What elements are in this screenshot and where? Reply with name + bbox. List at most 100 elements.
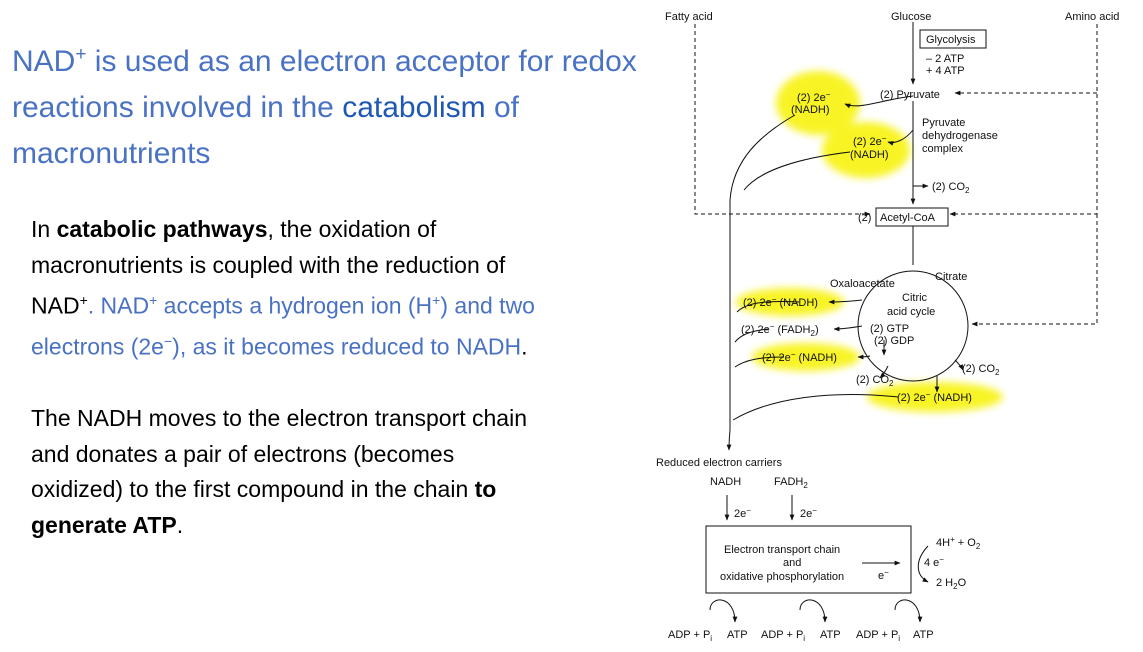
slide-title: NAD+ is used as an electron acceptor for…: [12, 32, 662, 177]
label-adp-3: ADP + Pi: [856, 629, 900, 643]
label-nadh-2b: (NADH): [850, 149, 889, 161]
label-nadh-1a: (2) 2e−: [797, 90, 831, 104]
label-plus-atp: + 4 ATP: [926, 65, 965, 77]
label-2e-1: 2e−: [734, 506, 751, 520]
label-pdh-1: Pyruvate: [922, 117, 965, 129]
text: ADP + P: [761, 629, 803, 641]
tca-collector-2: [734, 328, 769, 343]
superscript: −: [163, 333, 173, 350]
label-adp-2: ADP + Pi: [761, 629, 805, 643]
label-atp-1: ATP: [727, 629, 748, 641]
text: 4 e: [924, 557, 939, 569]
superscript: −: [826, 90, 831, 99]
superscript: +: [950, 535, 955, 544]
label-nadh-1b: (NADH): [791, 104, 830, 116]
text: In: [31, 216, 57, 242]
label-glycolysis: Glycolysis: [926, 34, 976, 46]
superscript: −: [772, 295, 777, 304]
label-2e-2: 2e−: [800, 506, 817, 520]
subscript: i: [898, 634, 900, 643]
superscript: −: [746, 506, 751, 515]
superscript: −: [770, 322, 775, 331]
text: 2e: [734, 508, 746, 520]
text: ADP + P: [668, 629, 710, 641]
text: (2) 2e: [853, 136, 882, 148]
paragraph-catabolic: In catabolic pathways, the oxidation of …: [31, 212, 551, 365]
superscript: −: [812, 506, 817, 515]
label-adp-1: ADP + Pi: [668, 629, 712, 643]
text: (2) 2e: [897, 392, 926, 404]
oxygen-curve: [917, 545, 929, 583]
text: 2e: [800, 508, 812, 520]
label-carriers: Reduced electron carriers: [656, 457, 782, 469]
text: (2) 2e: [743, 297, 772, 309]
text: .: [521, 333, 528, 360]
subscript: 2: [803, 481, 808, 490]
subscript: 2: [889, 379, 894, 388]
superscript: −: [926, 390, 931, 399]
tca-collector-3: [734, 356, 785, 368]
superscript: −: [939, 555, 944, 564]
text: .: [176, 511, 184, 538]
paragraph-nadh: The NADH moves to the electron transport…: [31, 401, 551, 543]
label-tca-nadh-3: (2) 2e− (NADH): [897, 390, 972, 404]
subscript: 2: [953, 582, 958, 591]
label-etc-3: oxidative phosphorylation: [720, 571, 844, 583]
subscript: 2: [976, 542, 981, 551]
text: ), as it becomes reduced to NADH: [172, 333, 522, 360]
body-text: In catabolic pathways, the oxidation of …: [31, 212, 551, 543]
text: 2 H: [936, 577, 953, 589]
text: (2) 2e: [741, 324, 770, 336]
label-acetyl-coa: Acetyl-CoA: [880, 212, 936, 224]
label-cycle-2: acid cycle: [887, 306, 935, 318]
text: (NADH): [930, 392, 972, 404]
label-4h-o2: 4H+ + O2: [936, 535, 981, 551]
nadh-curve-1: [844, 95, 914, 109]
collector-line: [726, 114, 796, 451]
text: ) and two electrons (2e: [31, 292, 535, 360]
superscript: +: [432, 292, 441, 308]
text: (FADH: [774, 324, 810, 336]
amino-acid-line-3: [971, 214, 1098, 327]
superscript: −: [884, 568, 889, 577]
glycolysis-box: [919, 29, 987, 49]
fatty-acid-line: [694, 24, 871, 217]
text: accepts a hydrogen ion (H: [157, 292, 433, 319]
label-etc-1: Electron transport chain: [724, 544, 840, 556]
label-fadh2: FADH2: [774, 476, 808, 490]
text: (2) 2e: [797, 92, 826, 104]
label-co2-3: (2) CO2: [962, 363, 1000, 377]
label-amino-acid: Amino acid: [1065, 11, 1119, 23]
subscript: 2: [995, 368, 1000, 377]
text: (2) CO: [962, 363, 995, 375]
tca-nadh-arrow-1: [828, 299, 863, 305]
text: (2) 2e: [762, 352, 791, 364]
label-nadh-2a: (2) 2e−: [853, 134, 887, 148]
co2-3-arrow: [954, 359, 964, 371]
superscript: +: [149, 292, 158, 308]
tca-fadh2-arrow: [833, 325, 863, 332]
label-citrate: Citrate: [935, 271, 967, 283]
catabolism-diagram: Fatty acid Glucose Amino acid Glycolysis…: [656, 11, 1119, 643]
label-oxaloacetate: Oxaloacetate: [830, 278, 895, 290]
label-atp-3: ATP: [913, 629, 934, 641]
label-tca-nadh-2: (2) 2e− (NADH): [762, 350, 837, 364]
title-sup: +: [75, 44, 87, 65]
label-co2-2: (2) CO2: [856, 374, 894, 388]
text: (2) CO: [856, 374, 889, 386]
label-minus-atp: – 2 ATP: [926, 53, 964, 65]
label-glucose: Glucose: [891, 11, 931, 23]
title-part: NAD: [12, 45, 76, 78]
highlight-nadh-1: [776, 71, 860, 135]
text: (NADH): [795, 352, 837, 364]
label-nadh: NADH: [710, 476, 741, 488]
bold-term: to generate ATP: [31, 476, 497, 538]
superscript: −: [791, 350, 796, 359]
tca-nadh-arrow-2: [857, 354, 871, 360]
label-atp-2: ATP: [820, 629, 841, 641]
title-part: of macronutrients: [12, 91, 519, 170]
label-4e: 4 e−: [924, 555, 944, 569]
acetyl-coa-box: [875, 207, 949, 227]
superscript: +: [79, 292, 88, 308]
collector-branch: [743, 151, 851, 191]
